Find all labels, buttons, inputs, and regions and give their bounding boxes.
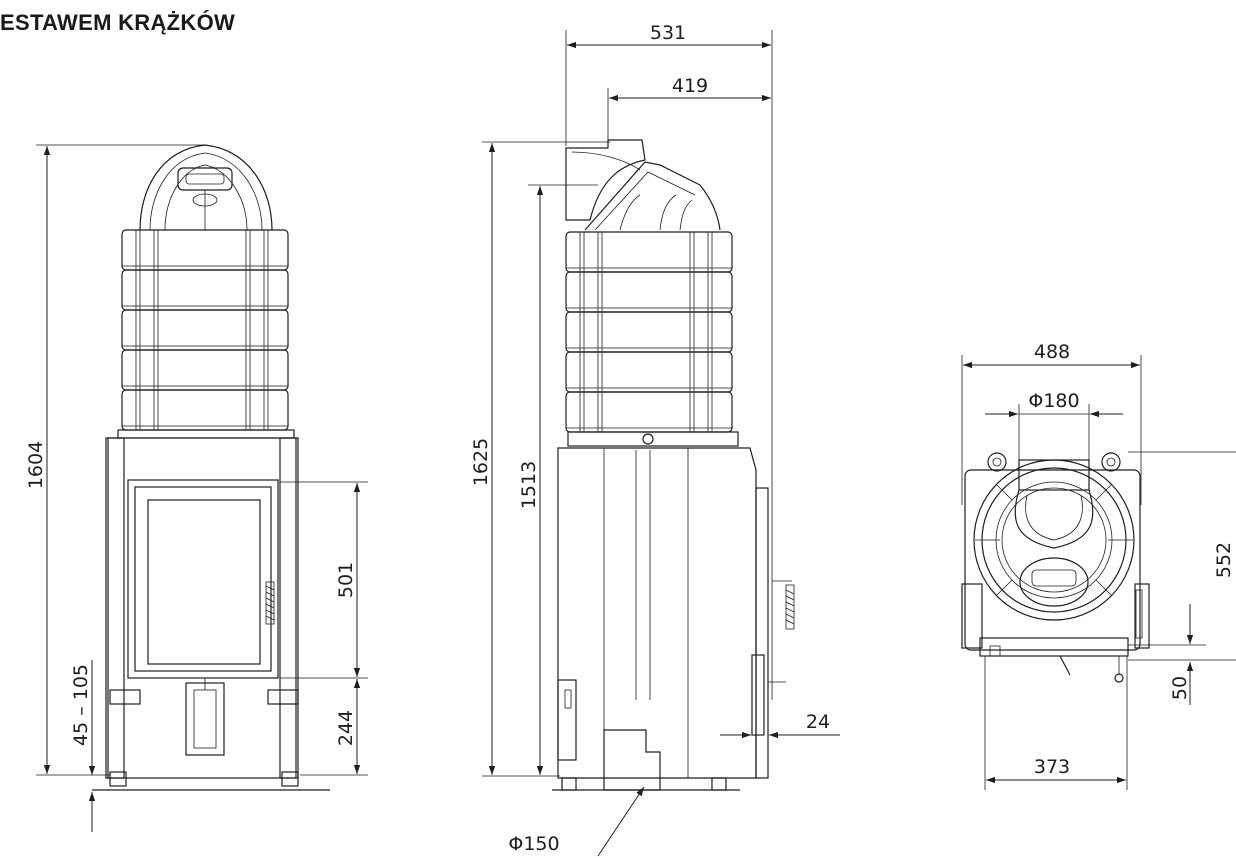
dim-side-flue-offset: 419 <box>672 75 708 97</box>
dim-top-width: 488 <box>1034 341 1070 363</box>
heat-rings <box>121 229 289 431</box>
dim-front-door-height: 501 <box>335 562 357 598</box>
drawing-title: ESTAWEM KRĄŻKÓW <box>0 10 236 35</box>
dim-front-leg-adjust: 45 – 105 <box>70 664 92 746</box>
dim-top-flue-diameter: Φ180 <box>1028 390 1079 412</box>
dim-side-flue-height: 1513 <box>518 461 540 509</box>
dim-side-air-intake: Φ150 <box>508 833 559 855</box>
dim-side-total-width: 531 <box>650 22 686 44</box>
door-handle-spring <box>265 581 275 625</box>
side-heat-rings <box>565 231 733 433</box>
side-handle-spring <box>772 580 795 630</box>
dim-top-depth: 552 <box>1213 542 1235 578</box>
dim-top-base-offset: 50 <box>1169 676 1191 700</box>
dim-side-total-height: 1625 <box>470 438 492 486</box>
side-view: 531 419 1625 1513 24 Φ150 <box>470 22 840 857</box>
dim-side-back-offset: 24 <box>806 711 830 733</box>
top-view: 488 Φ180 552 373 50 <box>961 341 1236 790</box>
dim-front-total-height: 1604 <box>25 441 47 489</box>
dim-front-door-bottom: 244 <box>335 710 357 746</box>
front-view: 1604 501 244 45 – 105 <box>25 144 368 832</box>
dim-top-base-width: 373 <box>1034 756 1070 778</box>
